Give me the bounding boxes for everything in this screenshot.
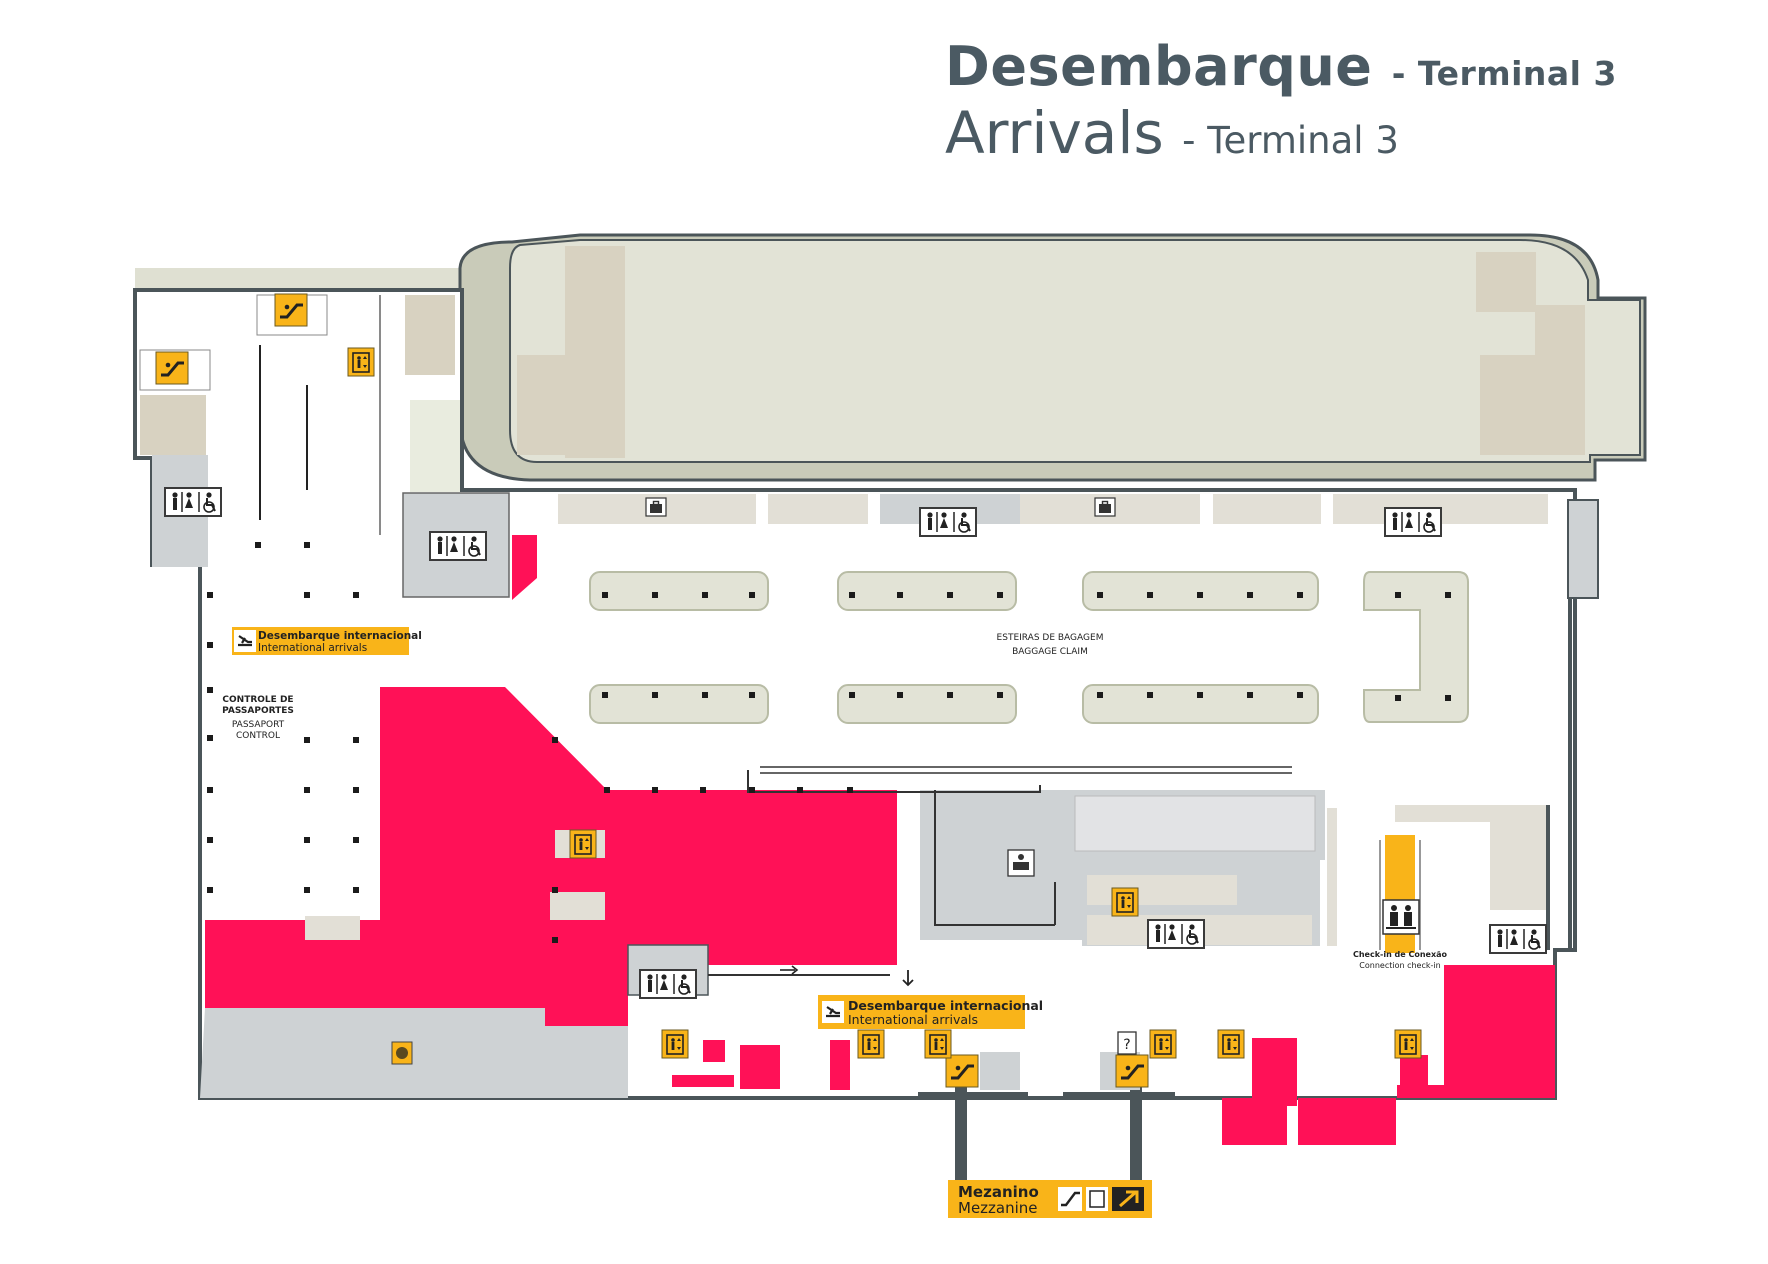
restroom-icon [919, 507, 977, 537]
baggage-claim-en: BAGGAGE CLAIM [1012, 647, 1088, 657]
title-english: Arrivals - Terminal 3 [945, 104, 1617, 162]
subtitle-en: - Terminal 3 [1182, 119, 1399, 162]
restroom-icon [429, 531, 487, 561]
baggage-service-icon [1094, 497, 1116, 517]
intl-arrivals-pt: Desembarque internacional [848, 998, 1043, 1013]
mezzanine-pt: Mezanino [958, 1183, 1039, 1201]
title-pt: Desembarque [945, 35, 1373, 98]
passport-control-label: CONTROLE DE PASSAPORTES PASSAPORT CONTRO… [222, 695, 294, 741]
intl-arrivals-sign-2: Desembarque internacional International … [818, 995, 1043, 1029]
passport-control-en-line2: CONTROL [236, 731, 280, 741]
customs-zone [708, 766, 1337, 976]
title-portuguese: Desembarque - Terminal 3 [945, 40, 1617, 94]
baggage-carousels [589, 571, 1469, 724]
restroom-icon [1489, 924, 1547, 954]
map-title: Desembarque - Terminal 3 Arrivals - Term… [945, 40, 1617, 163]
arrow-up-right-icon [1112, 1187, 1144, 1211]
elevator-icon [1111, 887, 1139, 917]
escalator-icon [944, 1053, 980, 1089]
arrivals-plane-icon [232, 628, 258, 654]
elevator-icon [1086, 1187, 1108, 1211]
intl-arrivals-sign-1: Desembarque internacional International … [232, 627, 422, 655]
mezzanine-sign: Mezanino Mezzanine [948, 1180, 1152, 1218]
elevator-icon [661, 1029, 689, 1059]
police-icon [391, 1041, 413, 1065]
baggage-service-icon [645, 497, 667, 517]
passport-control-pt-line2: PASSAPORTES [222, 706, 294, 716]
restroom-icon [1384, 507, 1442, 537]
baggage-claim-label: ESTEIRAS DE BAGAGEM BAGGAGE CLAIM [997, 633, 1104, 657]
escalator-icon [1058, 1187, 1082, 1211]
intl-arrivals-en: International arrivals [848, 1012, 978, 1027]
elevator-icon [1394, 1029, 1422, 1059]
baggage-claim-pt: ESTEIRAS DE BAGAGEM [997, 633, 1104, 643]
title-en: Arrivals [945, 99, 1164, 167]
information-icon: ? [1117, 1031, 1137, 1055]
passport-control-en-line1: PASSAPORT [232, 720, 285, 730]
arrival-counters [558, 494, 1599, 599]
passport-control-pt-line1: CONTROLE DE [222, 695, 293, 705]
connection-checkin-en: Connection check-in [1359, 961, 1440, 970]
elevator-icon [569, 829, 597, 859]
restroom-icon [164, 487, 222, 517]
arrow-right-icon [780, 965, 799, 975]
escalator-icon [154, 350, 190, 386]
svg-text:?: ? [1123, 1037, 1130, 1053]
elevator-icon [857, 1029, 885, 1059]
intl-arrivals-pt: Desembarque internacional [258, 630, 422, 642]
escalator-icon [273, 292, 309, 328]
restroom-icon [639, 969, 697, 999]
elevator-icon [1217, 1029, 1245, 1059]
connection-checkin-label: Check-in de Conexão Connection check-in [1353, 950, 1448, 970]
elevator-icon [1149, 1029, 1177, 1059]
connection-checkin-icon [1382, 899, 1420, 935]
elevator-icon [924, 1029, 952, 1059]
connection-checkin-pt: Check-in de Conexão [1353, 950, 1448, 959]
restroom-icon [1147, 919, 1205, 949]
retail-areas [205, 687, 1555, 1145]
arrivals-plane-icon [820, 999, 846, 1025]
arrow-down-icon [902, 970, 914, 987]
immigration-icon [1007, 849, 1035, 877]
mezzanine-en: Mezzanine [958, 1199, 1038, 1217]
subtitle-pt: - Terminal 3 [1391, 54, 1617, 93]
elevator-icon [347, 347, 375, 377]
intl-arrivals-en: International arrivals [258, 642, 367, 654]
escalator-icon [1114, 1053, 1150, 1089]
